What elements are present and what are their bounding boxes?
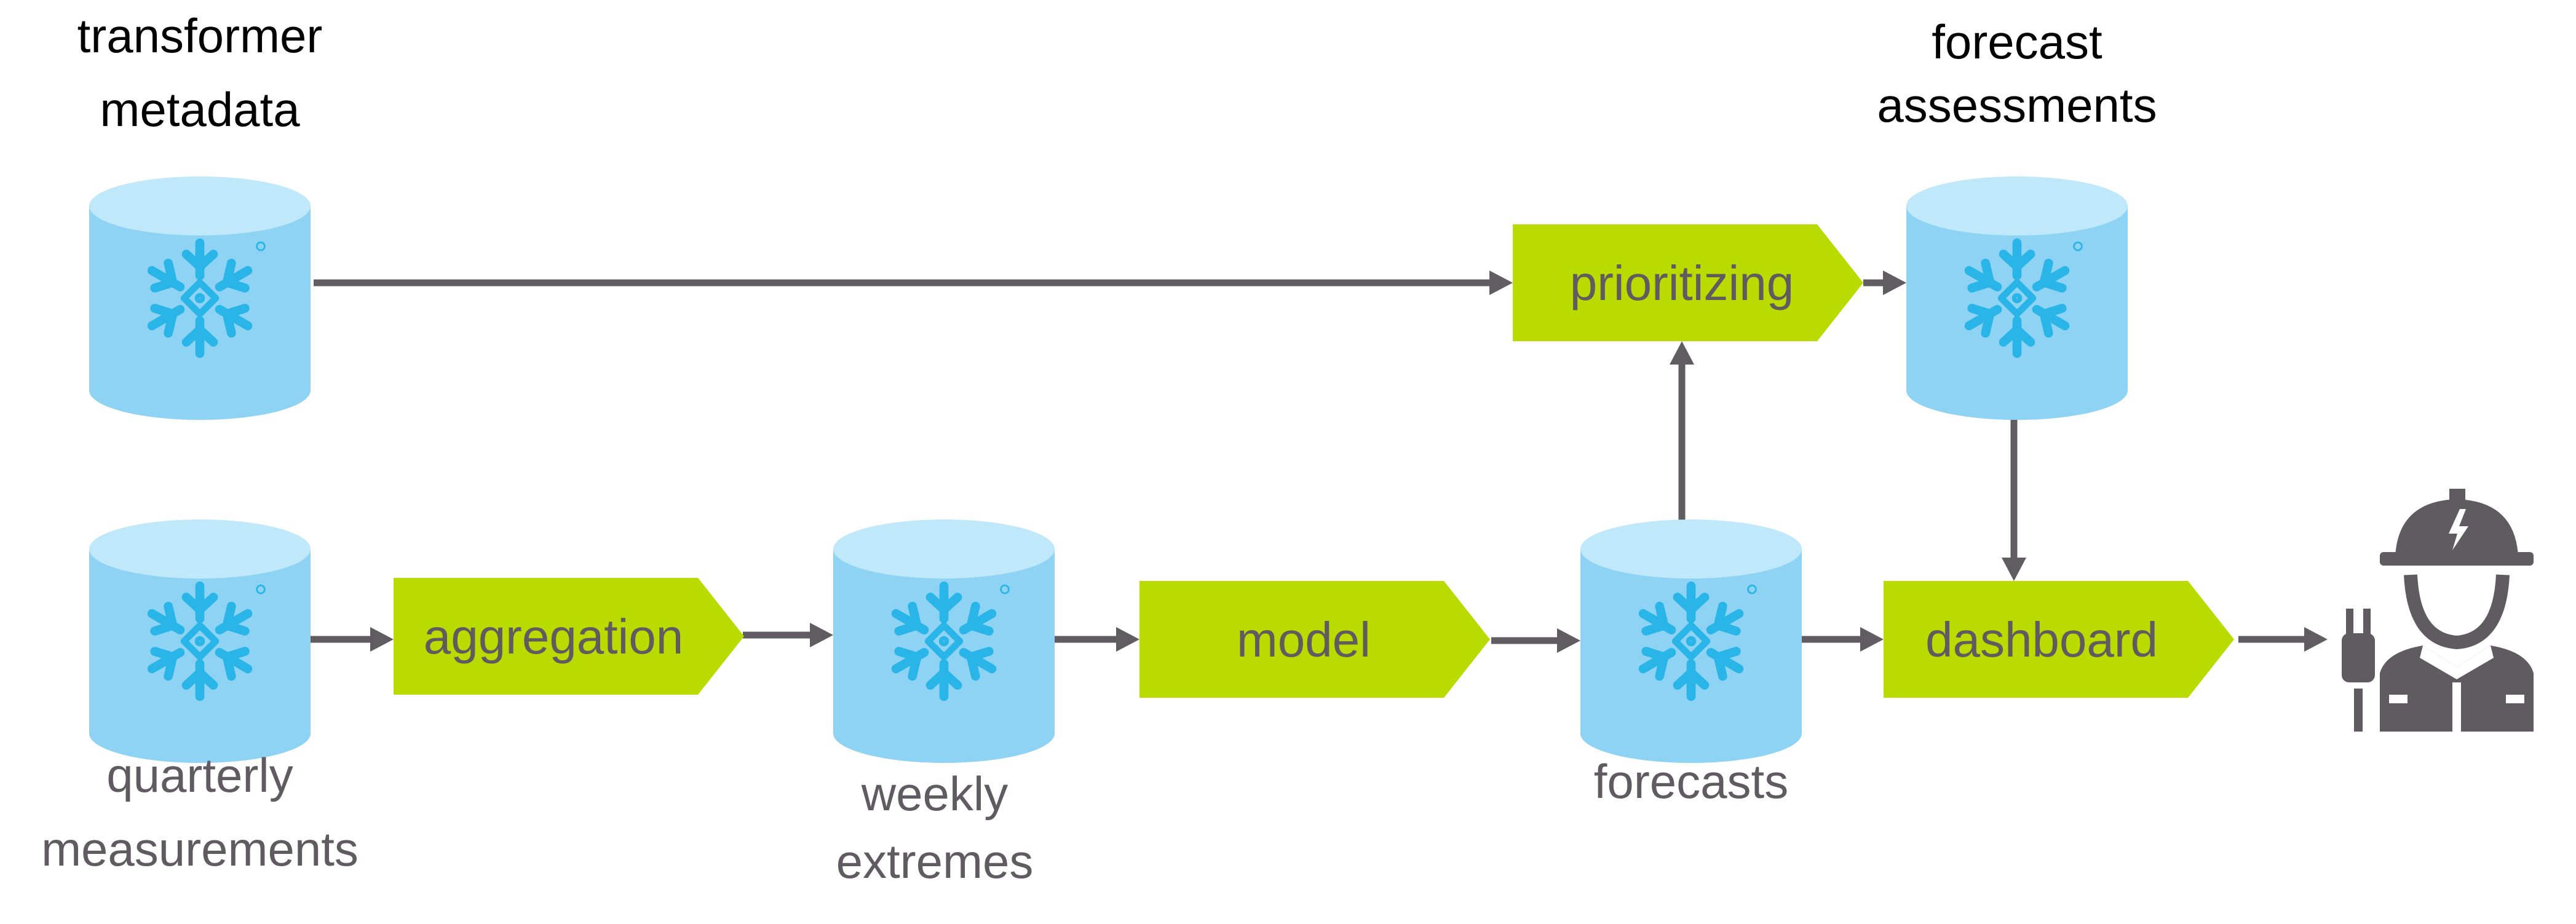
step-label-model: model (1237, 612, 1371, 667)
step-aggregation: aggregation (394, 578, 744, 695)
datastore-label-forecast-assessments: forecast (1932, 15, 2102, 69)
datastore-label-quarterly-measurements: measurements (41, 822, 359, 876)
step-prioritizing: prioritizing (1513, 224, 1863, 341)
step-label-aggregation: aggregation (424, 609, 684, 664)
datastore-weekly-extremes (833, 519, 1055, 763)
arrow-metadata-to-prioritizing (314, 270, 1513, 295)
datastore-transformer-metadata (89, 176, 311, 420)
datastore-label-transformer-metadata: transformer (77, 9, 323, 63)
arrow-forecasts-to-prioritizing (1670, 341, 1694, 532)
datastore-label-quarterly-measurements: quarterly (106, 748, 293, 802)
engineer-with-plug-icon (2342, 489, 2534, 732)
datastore-label-weekly-extremes: weekly (861, 767, 1008, 821)
datastore-label-weekly-extremes: extremes (836, 834, 1034, 888)
datastore-label-transformer-metadata: metadata (100, 82, 300, 136)
arrow-aggregation-to-weekly (743, 623, 833, 647)
datastores (89, 176, 2128, 763)
datastore-forecasts (1580, 519, 1802, 763)
datastore-label-forecast-assessments: assessments (1877, 78, 2157, 132)
step-label-prioritizing: prioritizing (1570, 256, 1794, 310)
datastore-label-forecasts: forecasts (1594, 754, 1788, 808)
arrow-forecasts-to-dashboard (1802, 627, 1884, 652)
arrow-weekly-to-model (1055, 627, 1139, 652)
step-dashboard: dashboard (1884, 581, 2234, 698)
step-label-dashboard: dashboard (1925, 612, 2158, 667)
flow-arrows (311, 270, 2328, 653)
process-steps: aggregation model prioritizing dashboard (394, 224, 2234, 698)
arrow-assessments-to-dashboard (2002, 393, 2026, 581)
arrow-measurements-to-aggregation (311, 627, 394, 652)
arrow-model-to-forecasts (1491, 628, 1580, 653)
arrow-dashboard-to-user (2238, 627, 2328, 652)
end-user-group (2342, 489, 2534, 732)
datastore-quarterly-measurements (89, 519, 311, 763)
datastore-labels: transformer metadata quarterly measurements… (41, 9, 2157, 888)
datastore-forecast-assessments (1906, 176, 2128, 420)
arrow-prioritizing-to-assessments (1863, 270, 1906, 295)
step-model: model (1139, 581, 1490, 698)
